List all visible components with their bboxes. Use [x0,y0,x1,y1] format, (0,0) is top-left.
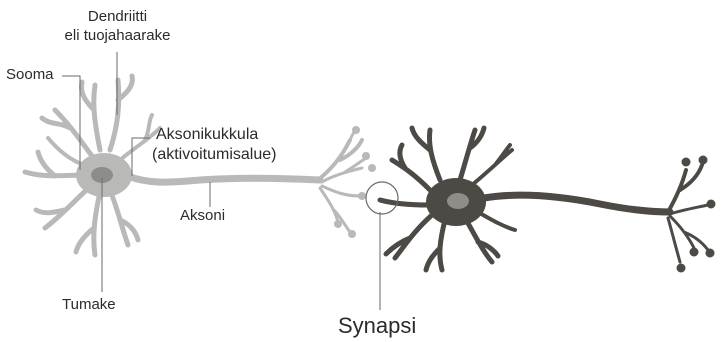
neuron-2 [380,128,716,273]
axon-hillock-label-line1: Aksonikukkula [152,125,276,145]
axon-hillock-label-line2: (aktivoitumisalue) [152,145,276,165]
nucleus-label: Tumake [62,296,116,315]
dendrite-label: Dendriitti eli tuojahaarake [50,8,185,46]
neuron-2-nucleus [447,193,469,209]
dendrite-label-line1: Dendriitti [50,8,185,27]
soma-label: Sooma [6,66,54,85]
axon-label: Aksoni [180,207,225,226]
synapse-label: Synapsi [338,312,416,340]
neuron-1 [25,76,376,255]
axon-hillock-label: Aksonikukkula (aktivoitumisalue) [152,125,276,165]
dendrite-label-line2: eli tuojahaarake [50,27,185,46]
